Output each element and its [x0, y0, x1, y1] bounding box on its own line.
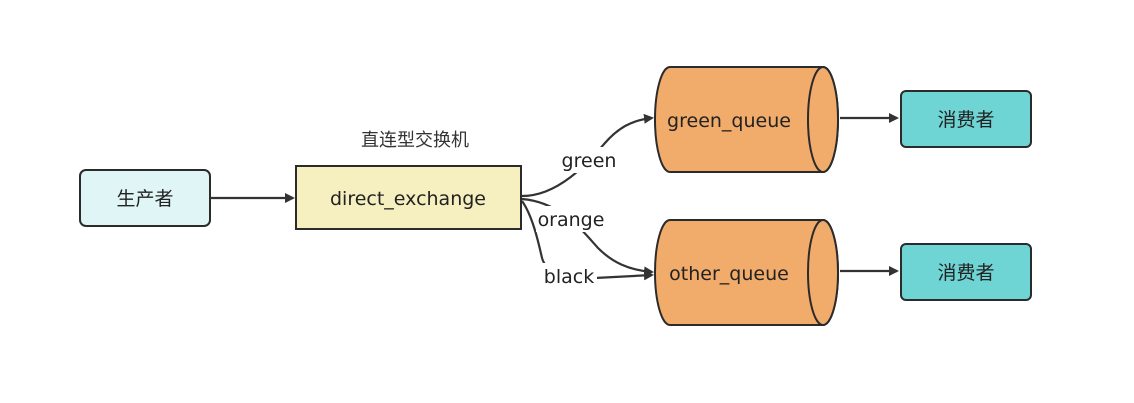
- edge-label-orange-group: orange: [536, 206, 606, 232]
- consumer-top-label: 消费者: [937, 109, 994, 131]
- edge-label-black-group: black: [541, 263, 597, 289]
- other-queue-label: other_queue: [669, 263, 789, 285]
- exchange-box: [295, 165, 522, 230]
- producer-label: 生产者: [116, 188, 173, 210]
- green-queue-label: green_queue: [667, 110, 791, 132]
- exchange-label: direct_exchange: [330, 188, 486, 210]
- producer-node[interactable]: 生产者: [79, 169, 211, 227]
- green-queue-node[interactable]: green_queue: [654, 65, 839, 174]
- consumer-bottom-box: [900, 243, 1032, 301]
- edge-label-orange: orange: [538, 209, 605, 231]
- edge-label-green-group: green: [560, 147, 618, 173]
- consumer-bottom-label: 消费者: [937, 262, 994, 284]
- other-queue-cap: [807, 218, 839, 327]
- exchange-node[interactable]: direct_exchange: [295, 165, 522, 230]
- consumer-top-node[interactable]: 消费者: [900, 90, 1032, 148]
- consumer-top-box: [900, 90, 1032, 148]
- edge-label-black: black: [544, 266, 594, 288]
- edge-label-green: green: [562, 150, 617, 172]
- exchange-caption: 直连型交换机: [361, 130, 469, 151]
- green-queue-cap: [807, 65, 839, 174]
- consumer-bottom-node[interactable]: 消费者: [900, 243, 1032, 301]
- other-queue-node[interactable]: other_queue: [654, 218, 839, 327]
- edge-green: [521, 113, 654, 198]
